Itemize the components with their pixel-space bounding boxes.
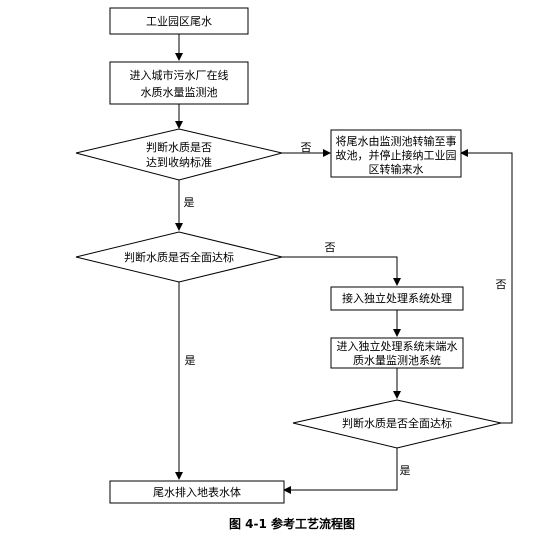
monitor-pool-line-1: 进入城市污水厂在线 (130, 68, 229, 82)
decision-accept-diamond (75, 128, 283, 181)
independent-monitor-line-2: 质水量监测池系统 (353, 354, 441, 367)
independent-treat-box (330, 286, 464, 311)
arrow-decision3-to-transfer (460, 149, 513, 424)
start-label: 工业园区尾水 (146, 15, 212, 28)
decision-accept-line-1: 判断水质是否 (146, 140, 212, 154)
decision-full-1-label: 判断水质是否全面达标 (124, 250, 234, 264)
independent-treat-label: 接入独立处理系统处理 (342, 291, 452, 305)
discharge-box (109, 480, 285, 504)
discharge-label: 尾水排入地表水体 (153, 485, 241, 499)
monitor-pool-box (109, 61, 249, 105)
arrow-decision2-to-treat (282, 256, 401, 286)
independent-monitor-line-1: 进入独立处理系统末端水 (337, 339, 458, 353)
label-yes-3: 是 (400, 464, 411, 477)
decision-full-1-diamond (75, 231, 283, 283)
decision-full-2-label: 判断水质是否全面达标 (342, 416, 452, 430)
transfer-box (330, 129, 462, 178)
start-box (109, 7, 249, 35)
decision-full-2-diamond (292, 399, 502, 449)
transfer-line-1: 将尾水由监测池转输至事 (336, 134, 457, 148)
transfer-line-2: 故池，并停止接纳工业园 (336, 148, 457, 162)
transfer-line-3: 区转输来水 (369, 162, 424, 176)
label-yes-2: 是 (185, 354, 196, 367)
label-no-1: 否 (301, 141, 312, 154)
arrow-decision3-to-discharge (283, 448, 398, 494)
figure-caption: 图 4-1 参考工艺流程图 (229, 516, 355, 531)
label-no-3: 否 (496, 278, 507, 291)
monitor-pool-line-2: 水质水量监测池 (141, 86, 218, 99)
connectors (175, 34, 513, 494)
decision-accept-line-2: 达到收纳标准 (146, 155, 212, 169)
independent-monitor-box (330, 337, 464, 369)
label-no-2: 否 (325, 241, 336, 254)
label-yes-1: 是 (184, 196, 195, 209)
